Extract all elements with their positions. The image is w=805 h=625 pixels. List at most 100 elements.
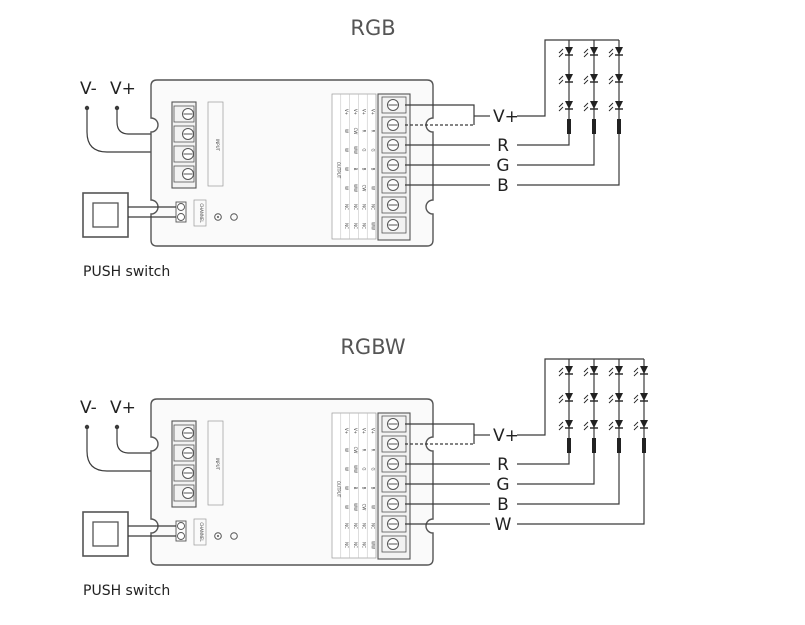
led-icon [590,420,598,428]
switch-connector [175,520,187,542]
output-table-cell: W [344,129,349,133]
switch-connector [175,201,187,223]
led-emission [608,106,614,112]
button-label-strip [193,518,207,546]
wire-channel-to-led [517,134,595,166]
output-label-vplus: V+ [493,426,519,446]
led-column [583,40,598,134]
output-table-cell: R [370,130,375,133]
output-table-cell: W [344,467,349,471]
led-emission [583,394,589,400]
led-resistor [592,438,596,453]
wire-channel-to-led [517,134,620,186]
output-table-cell: WW [353,465,358,473]
led-emission [633,421,639,427]
led-emission [558,48,564,54]
led-icon [590,393,598,401]
led-icon [565,393,573,401]
led-resistor [642,438,646,453]
output-table-cell: R [370,449,375,452]
button-label: CHANNEL [199,203,204,223]
output-table-cell: W [344,186,349,190]
wire-channel-to-led [517,453,570,465]
led-column [608,359,623,453]
output-table-cell: NC [353,223,358,229]
output-table-cell: G [362,467,367,470]
output-table-cell: W [370,186,375,190]
led-emission [608,48,614,54]
push-switch-button [92,521,119,547]
led-icon [615,101,623,109]
output-table-cell: V+ [344,428,349,434]
led-emission [583,425,589,431]
led-emission [558,425,564,431]
led-icon [590,366,598,374]
led-icon [615,47,623,55]
led-emission [558,394,564,400]
led-icon [640,393,648,401]
output-table-cell: CW [362,185,367,192]
output-terminal-slot [381,535,407,553]
indicator-led [214,213,222,221]
output-table-cell: W [344,505,349,509]
led-resistor [617,438,621,453]
led-emission [633,394,639,400]
led-emission [608,394,614,400]
output-table-cell: G [362,148,367,151]
led-emission [558,106,564,112]
input-label-strip [207,420,224,506]
output-table-cell: B [370,168,375,171]
output-table-cell: W [344,486,349,490]
led-column [558,40,573,134]
output-table-cell: NC [370,204,375,210]
led-emission [558,102,564,108]
program-button [230,213,238,221]
output-table-cell: NC [344,204,349,210]
led-emission [633,398,639,404]
switch-screw [177,522,185,530]
output-table-cell: R [362,449,367,452]
wire-channel-to-led [517,453,620,505]
output-table-cell: NC [353,204,358,210]
output-label-channel: W [495,515,512,535]
led-icon [565,74,573,82]
led-emission [558,371,564,377]
output-table-cell: R [362,130,367,133]
output-table-cell: W [370,505,375,509]
output-table-cell: B [362,168,367,171]
output-label: OUTPUT [336,481,341,498]
output-table-cell: CW [353,128,358,135]
led-emission [583,398,589,404]
led-icon [590,74,598,82]
output-label-channel: B [497,176,509,196]
wire-power-positive [116,108,180,135]
led-emission [583,102,589,108]
led-emission [608,52,614,58]
output-table-cell: B [370,487,375,490]
power-label-positive: V+ [110,79,136,99]
diagram-title: RGBW [340,335,406,359]
led-icon [615,366,623,374]
output-table-cell: NC [362,542,367,548]
output-table-cell: V+ [353,428,358,434]
input-label-strip [207,101,224,187]
led-icon [565,47,573,55]
wire-led-common [517,39,619,117]
wire-led-common [517,358,644,436]
led-icon [640,366,648,374]
output-table-cell: CW [362,504,367,511]
output-table-cell: NC [344,523,349,529]
led-emission [558,398,564,404]
led-emission [558,79,564,85]
wire-power-negative [86,108,180,153]
led-emission [583,421,589,427]
led-emission [558,421,564,427]
led-emission [633,425,639,431]
output-table-cell: CW [353,447,358,454]
led-icon [590,101,598,109]
led-emission [583,75,589,81]
led-emission [583,79,589,85]
output-table-cell: B [353,487,358,490]
output-label-channel: R [497,455,509,475]
